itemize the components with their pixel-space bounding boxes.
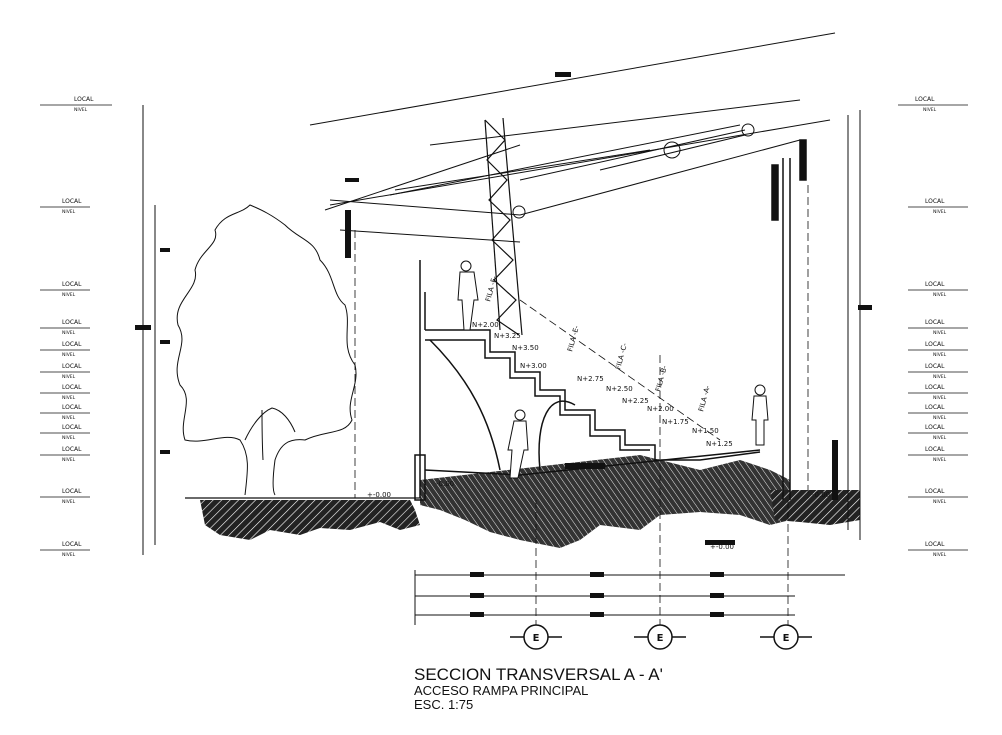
level-tag-bottom: NIVEL xyxy=(62,457,76,463)
level-tags-right xyxy=(898,104,968,551)
level-tag-bottom: NIVEL xyxy=(62,415,76,421)
elevation-labels: N+2.00 N+3.50 N+3.25 N+3.00 N+2.75 N+2.5… xyxy=(367,321,830,551)
level-tag-top: LOCAL xyxy=(925,281,945,288)
elevation-label: -0.00 xyxy=(812,491,830,499)
dimension-lines xyxy=(142,105,861,625)
elevation-label: N+3.00 xyxy=(520,362,547,370)
elevation-label: N+1.50 xyxy=(692,427,719,435)
elevation-label: +-0.00 xyxy=(367,491,391,499)
level-tag-bottom: NIVEL xyxy=(62,499,76,505)
level-tag-bottom: NIVEL xyxy=(62,352,76,358)
person-icon xyxy=(457,260,769,479)
level-tag-bottom: NIVEL xyxy=(62,330,76,336)
level-tag-bottom: NIVEL xyxy=(62,209,76,215)
right-wall xyxy=(771,139,807,500)
level-tag-top: LOCAL xyxy=(62,198,82,205)
level-tag-bottom: NIVEL xyxy=(923,107,937,113)
axis-marker-labels: E E E xyxy=(533,633,790,644)
elevation-label: -0.00 xyxy=(436,480,454,488)
grid-lines xyxy=(354,185,809,640)
level-tag-top: LOCAL xyxy=(62,424,82,431)
level-tag-top: LOCAL xyxy=(925,363,945,370)
level-tag-top: LOCAL xyxy=(74,96,94,103)
elevation-label: N+2.00 xyxy=(647,405,674,413)
elevation-label: N+3.50 xyxy=(512,344,539,352)
level-tag-bottom: NIVEL xyxy=(62,552,76,558)
ground-section xyxy=(185,455,860,548)
level-tag-top: LOCAL xyxy=(925,541,945,548)
level-tag-bottom: NIVEL xyxy=(933,352,947,358)
level-tag-bottom: NIVEL xyxy=(62,435,76,441)
level-tag-bottom: NIVEL xyxy=(933,330,947,336)
level-tag-bottom: NIVEL xyxy=(62,292,76,298)
level-tag-top: LOCAL xyxy=(925,319,945,326)
axis-marker-label: E xyxy=(783,633,790,644)
level-tag-bottom: NIVEL xyxy=(933,552,947,558)
level-tag-top: LOCAL xyxy=(62,541,82,548)
level-tag-top: LOCAL xyxy=(62,319,82,326)
row-label: FILA -C- xyxy=(614,342,629,371)
level-tag-bottom: NIVEL xyxy=(933,209,947,215)
elevation-label: N+1.75 xyxy=(662,418,689,426)
level-tag-top: LOCAL xyxy=(62,446,82,453)
elevation-label: N+2.75 xyxy=(577,375,604,383)
level-tag-bottom: NIVEL xyxy=(62,395,76,401)
elevation-label: N+1.25 xyxy=(706,440,733,448)
elevation-label: N+2.00 xyxy=(472,321,499,329)
tree-icon xyxy=(176,204,357,496)
elevation-label: N+3.25 xyxy=(494,332,521,340)
axis-marker-label: E xyxy=(657,633,664,644)
level-tag-bottom: NIVEL xyxy=(933,435,947,441)
level-tag-bottom: NIVEL xyxy=(933,292,947,298)
row-label: FILA -E- xyxy=(566,324,581,352)
row-label: FILA -A- xyxy=(697,384,712,412)
level-tag-top: LOCAL xyxy=(62,281,82,288)
level-tag-top: LOCAL xyxy=(925,341,945,348)
stepped-seating xyxy=(414,260,761,501)
level-tag-top: LOCAL xyxy=(62,384,82,391)
level-tag-top: LOCAL xyxy=(62,404,82,411)
level-tag-top: LOCAL xyxy=(925,446,945,453)
drawing-subtitle: ACCESO RAMPA PRINCIPAL xyxy=(414,683,588,698)
level-tag-top: LOCAL xyxy=(925,488,945,495)
axis-markers xyxy=(510,624,812,650)
level-tag-bottom: NIVEL xyxy=(933,499,947,505)
level-tag-top: LOCAL xyxy=(62,341,82,348)
drawing-title: SECCION TRANSVERSAL A - A' xyxy=(414,665,663,684)
level-tag-top: LOCAL xyxy=(925,404,945,411)
roof-structure xyxy=(309,32,836,243)
drawing-scale: ESC. 1:75 xyxy=(414,697,473,712)
level-tag-bottom: NIVEL xyxy=(62,374,76,380)
level-tag-top: LOCAL xyxy=(925,198,945,205)
level-tag-top: LOCAL xyxy=(62,488,82,495)
row-label: FILA -B- xyxy=(654,364,669,392)
level-tag-top: LOCAL xyxy=(925,424,945,431)
elevation-label: +-0.00 xyxy=(710,543,734,551)
axis-marker-label: E xyxy=(533,633,540,644)
level-tag-top: LOCAL xyxy=(925,384,945,391)
level-tag-bottom: NIVEL xyxy=(933,415,947,421)
level-tag-top: LOCAL xyxy=(915,96,935,103)
level-tag-bottom: NIVEL xyxy=(933,374,947,380)
level-tag-bottom: NIVEL xyxy=(933,457,947,463)
elevation-label: N+2.50 xyxy=(606,385,633,393)
elevation-label: N+2.25 xyxy=(622,397,649,405)
level-tag-bottom: NIVEL xyxy=(933,395,947,401)
level-tags-left xyxy=(40,104,112,551)
level-tag-top: LOCAL xyxy=(62,363,82,370)
dimension-ticks xyxy=(135,72,872,617)
level-text-group: LOCAL NIVEL LOCAL NIVEL LOCAL NIVEL LOCAL NIVEL… xyxy=(62,96,947,558)
truss-column xyxy=(484,117,523,336)
level-tag-bottom: NIVEL xyxy=(74,107,88,113)
